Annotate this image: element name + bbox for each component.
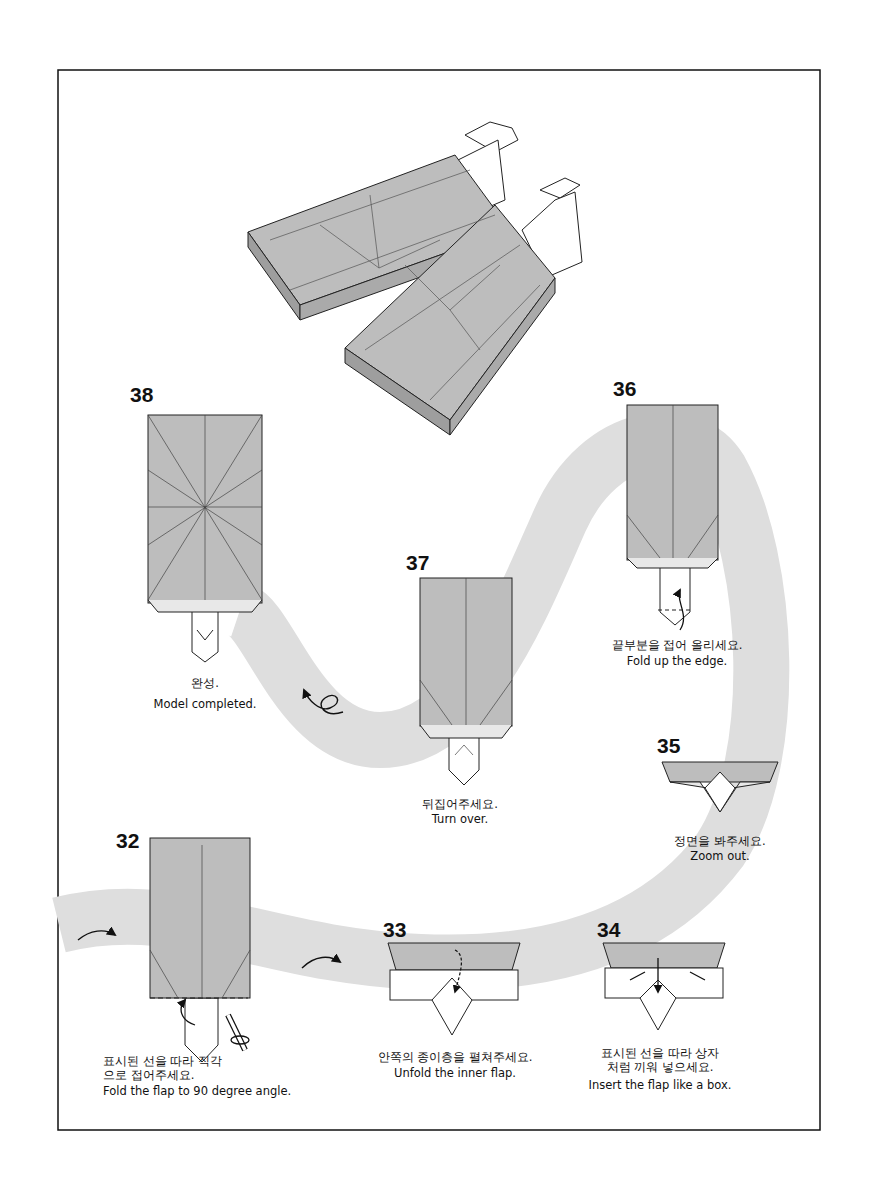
step-caption: Unfold the inner flap. [355, 1066, 555, 1080]
step-number: 37 [406, 550, 429, 576]
step-caption: 안쪽의 종이층을 펼쳐주세요. [355, 1050, 555, 1064]
step-caption: 표시된 선을 따라 직각으로 접어주세요. [103, 1054, 233, 1083]
step-caption: Fold up the edge. [577, 654, 777, 668]
step-caption: 정면을 봐주세요. [640, 834, 800, 848]
step-caption: 뒤집어주세요. [380, 797, 540, 811]
step-caption: Fold the flap to 90 degree angle. [103, 1084, 333, 1098]
step-caption: 표시된 선을 따라 상자처럼 끼워 넣으세요. [600, 1046, 720, 1075]
step-caption: Zoom out. [640, 849, 800, 863]
step-caption: Model completed. [105, 697, 305, 711]
step-number: 33 [383, 917, 406, 943]
step-number: 35 [657, 733, 680, 759]
step-number: 36 [613, 376, 636, 402]
step-number: 34 [597, 917, 620, 943]
step-caption: 끝부분을 접어 올리세요. [577, 638, 777, 652]
step-number: 32 [116, 828, 139, 854]
step-number: 38 [130, 382, 153, 408]
step-caption: Insert the flap like a box. [560, 1078, 760, 1092]
step-caption: Turn over. [380, 812, 540, 826]
step-caption: 완성. [125, 676, 285, 690]
